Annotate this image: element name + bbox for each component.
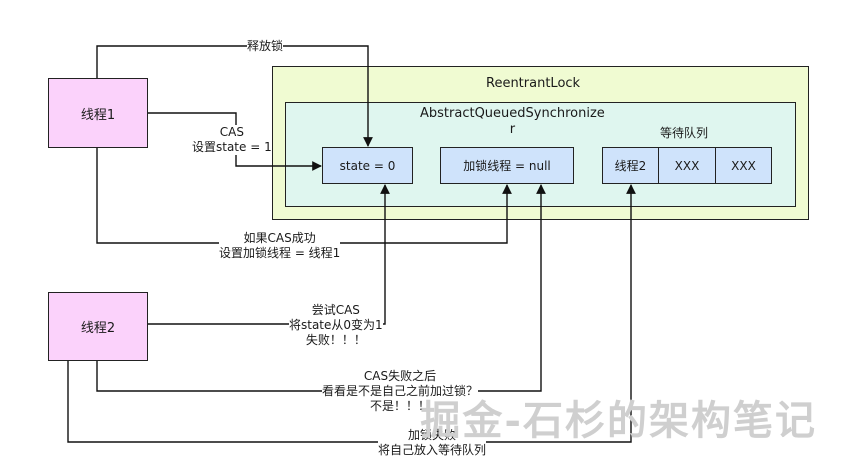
cas-label-line1: CAS [219,125,244,139]
cas-success-arrow [96,148,512,244]
queue-item: XXX [658,147,716,184]
release-lock-label: 释放锁 [247,39,284,54]
try-cas-label: 尝试CAS 将state从0变为1 失败！！！ [289,303,383,348]
enqueue-label-line2: 将自己放入等待队列 [378,443,487,457]
thread1-node: 线程1 [48,78,148,148]
try-cas-label-line1: 尝试CAS [311,303,360,317]
lock-thread-cell: 加锁线程 = null [440,147,574,184]
cas-label: CAS 设置state = 1 [192,125,272,155]
thread2-label: 线程2 [80,321,116,336]
watermark: 掘金-石杉的架构笔记 [420,397,817,444]
try-cas-label-line2: 将state从0变为1 [289,318,383,332]
queue-item-label: XXX [731,158,756,173]
thread1-label: 线程1 [80,107,116,123]
aqs-label: AbstractQueuedSynchronize r [420,106,605,138]
reentrantlock-label: ReentrantLock [486,76,581,91]
queue-item-label: 线程2 [614,159,647,173]
aqs-label-line1: AbstractQueuedSynchronize [420,106,605,121]
after-fail-arrow [96,184,546,392]
after-fail-label: CAS失败之后 看看是不是自己之前加过锁？ 不是！！！ [322,369,479,414]
try-cas-arrow [148,184,390,325]
enqueue-label: 加锁失败 将自己放入等待队列 [378,428,487,458]
state-cell: state = 0 [322,147,413,184]
enqueue-label-line1: 加锁失败 [408,428,457,442]
after-fail-label-line3: 不是！！！ [370,399,431,413]
after-fail-label-line1: CAS失败之后 [363,369,437,383]
cas-success-label-line2: 设置加锁线程 = 线程1 [219,246,341,260]
try-cas-label-line3: 失败！！！ [305,333,366,347]
queue-label: 等待队列 [660,126,709,140]
queue-item: XXX [715,147,772,184]
thread2-node: 线程2 [48,292,148,361]
queue-item-label: XXX [674,158,700,173]
enqueue-arrow [67,184,636,443]
cas-success-label: 如果CAS成功 设置加锁线程 = 线程1 [219,231,341,261]
queue-item: 线程2 [602,147,659,184]
cas-success-label-line1: 如果CAS成功 [243,231,316,245]
aqs-label-line2: r [509,122,516,137]
after-fail-label-line2: 看看是不是自己之前加过锁？ [322,384,479,398]
release-lock-arrow [96,45,373,147]
lock-thread-cell-label: 加锁线程 = null [463,159,551,173]
state-cell-label: state = 0 [339,158,396,173]
cas-label-line2: 设置state = 1 [192,140,272,154]
